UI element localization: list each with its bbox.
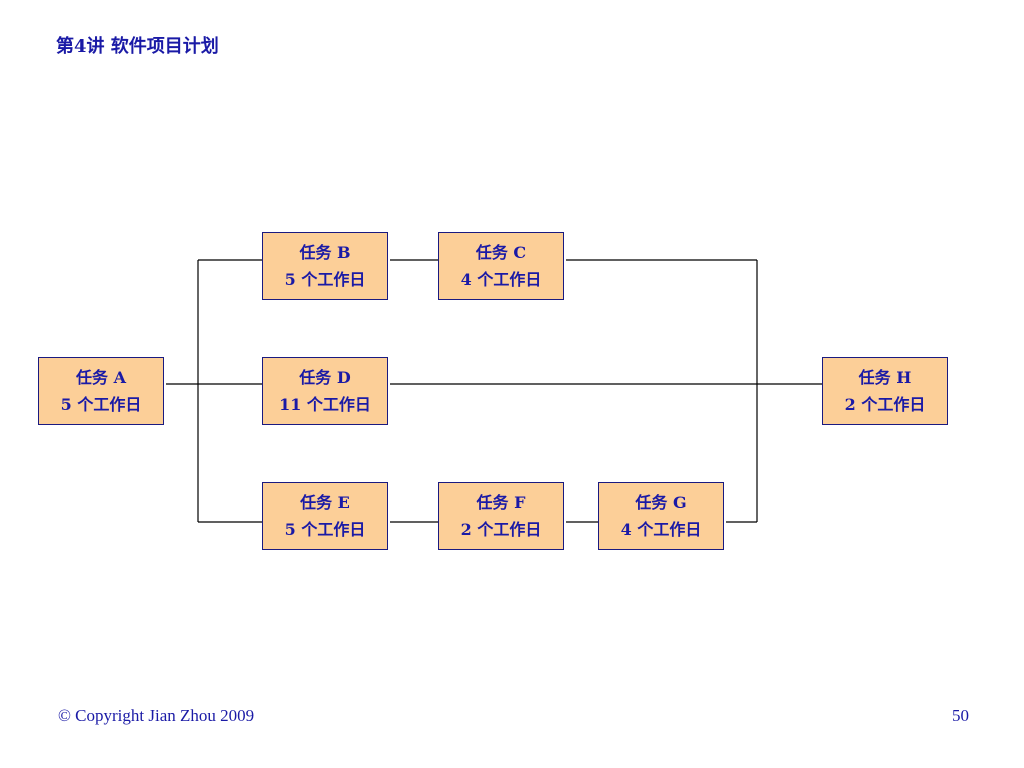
task-e-box[interactable]: 任务 E 5 个工作日	[262, 482, 388, 550]
task-f-name: 任务 F	[476, 493, 526, 512]
task-e-name: 任务 E	[300, 493, 350, 512]
task-a-box[interactable]: 任务 A 5 个工作日	[38, 357, 164, 425]
task-h-duration: 2 个工作日	[844, 395, 926, 414]
footer-copyright: © Copyright Jian Zhou 2009	[58, 706, 255, 725]
task-g-duration: 4 个工作日	[620, 520, 702, 539]
task-c-name: 任务 C	[475, 243, 527, 262]
page-number: 50	[952, 706, 969, 725]
task-e-duration: 5 个工作日	[284, 520, 366, 539]
task-a-name: 任务 A	[76, 368, 126, 387]
task-d-box[interactable]: 任务 D 11 个工作日	[262, 357, 388, 425]
task-f-box[interactable]: 任务 F 2 个工作日	[438, 482, 564, 550]
task-b-name: 任务 B	[299, 243, 351, 262]
task-d-duration: 11 个工作日	[279, 395, 371, 414]
task-b-duration: 5 个工作日	[284, 270, 366, 289]
task-g-box[interactable]: 任务 G 4 个工作日	[598, 482, 724, 550]
task-f-duration: 2 个工作日	[460, 520, 542, 539]
slide-title: 第4讲 软件项目计划	[56, 36, 219, 57]
task-h-name: 任务 H	[858, 368, 912, 387]
task-h-box[interactable]: 任务 H 2 个工作日	[822, 357, 948, 425]
task-g-name: 任务 G	[635, 493, 687, 512]
task-b-box[interactable]: 任务 B 5 个工作日	[262, 232, 388, 300]
task-c-duration: 4 个工作日	[460, 270, 542, 289]
task-c-box[interactable]: 任务 C 4 个工作日	[438, 232, 564, 300]
task-d-name: 任务 D	[299, 368, 351, 387]
task-a-duration: 5 个工作日	[60, 395, 142, 414]
